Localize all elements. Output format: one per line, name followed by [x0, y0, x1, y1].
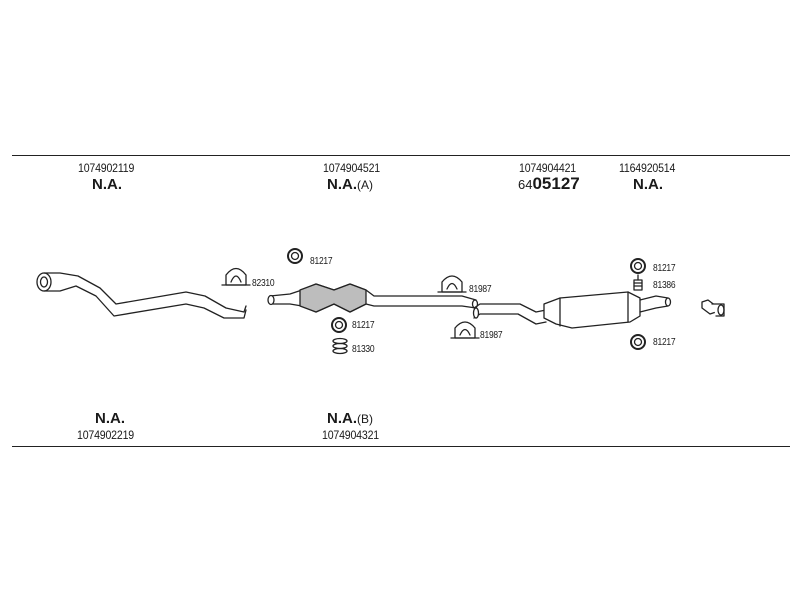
- part-number-front-pipe-b: 1074902219: [77, 428, 134, 442]
- part-label-centre-silencer-b: N.A.(B): [327, 410, 373, 427]
- callout-clamp-81987-a: 81987: [469, 284, 492, 295]
- spring-icon-81330: [332, 337, 348, 355]
- callout-ring-81217-c: 81217: [653, 263, 676, 274]
- part-number-rear-silencer: 1074904421: [519, 161, 576, 175]
- ring-icon-81217-a: [287, 248, 303, 264]
- callout-spring-81330: 81330: [352, 344, 375, 355]
- clamp-icon-82310: [221, 267, 251, 286]
- mount-icon-81386: [633, 274, 643, 291]
- rear-silencer: [472, 291, 672, 329]
- ring-icon-81217-d: [630, 334, 646, 350]
- callout-mount-81386: 81386: [653, 280, 676, 291]
- part-label-tail-pipe: N.A.: [633, 176, 663, 193]
- clamp-icon-81987-a: [437, 275, 467, 293]
- part-label-centre-silencer: N.A.(A): [327, 176, 373, 193]
- part-number-tail-pipe: 1164920514: [619, 161, 676, 175]
- callout-clamp-81987-b: 81987: [480, 330, 503, 341]
- ring-icon-81217-b: [331, 317, 347, 333]
- top-rule: [12, 155, 790, 156]
- centre-silencer: [267, 283, 479, 313]
- bottom-rule: [12, 446, 790, 447]
- part-label-front-pipe-b: N.A.: [95, 410, 125, 427]
- callout-ring-81217-a: 81217: [310, 256, 333, 267]
- part-label-front-pipe: N.A.: [92, 176, 122, 193]
- part-number-centre-silencer: 1074904521: [323, 161, 380, 175]
- ring-icon-81217-c: [630, 258, 646, 274]
- clamp-icon-81987-b: [450, 321, 480, 339]
- part-code-rear-silencer: 6405127: [518, 174, 580, 193]
- front-pipe: [36, 272, 247, 319]
- callout-ring-81217-d: 81217: [653, 337, 676, 348]
- part-number-front-pipe: 1074902119: [78, 161, 135, 175]
- tail-pipe: [701, 299, 725, 317]
- callout-ring-81217-b: 81217: [352, 320, 375, 331]
- part-number-centre-silencer-b: 1074904321: [322, 428, 379, 442]
- callout-clamp-82310: 82310: [252, 278, 275, 289]
